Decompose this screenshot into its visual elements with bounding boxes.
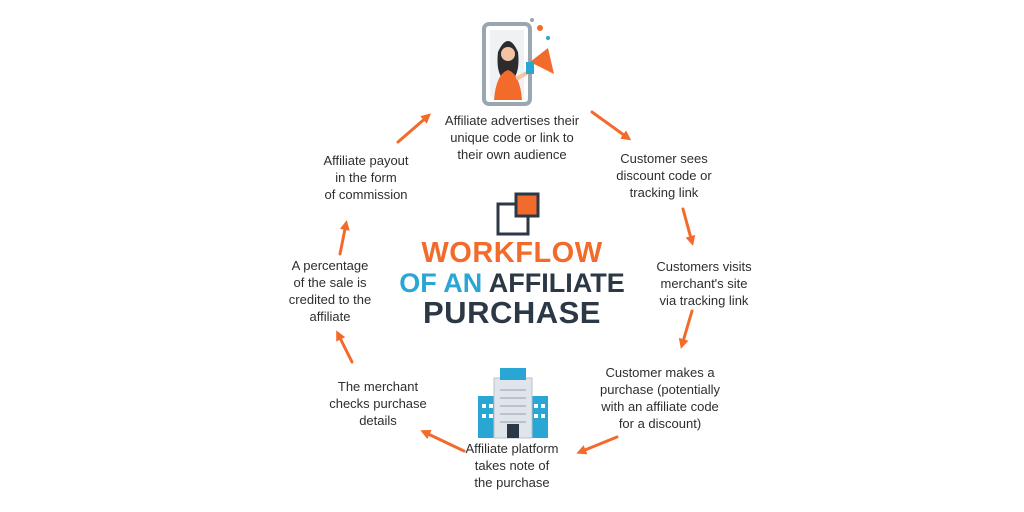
- influencer-phone-icon: [482, 18, 554, 106]
- title-line-1: WORKFLOW: [421, 237, 603, 269]
- step-merchant-checks: The merchant checks purchase details: [329, 379, 427, 428]
- arrow-step3-to-step4: [678, 309, 694, 349]
- arrow-step8-to-step1: [396, 113, 432, 144]
- step-customer-visits: Customers visits merchant's site via tra…: [656, 259, 752, 308]
- arrow-step6-to-step7: [336, 330, 354, 364]
- title-line-2: OF AN AFFILIATE: [399, 268, 624, 298]
- office-building-icon: [478, 368, 548, 439]
- arrow-step7-to-step8: [338, 220, 350, 256]
- title-line-2a: OF AN: [399, 268, 483, 298]
- step-customer-purchase: Customer makes a purchase (potentially w…: [600, 365, 720, 431]
- arrow-step2-to-step3: [681, 207, 696, 246]
- arrow-step4-to-step5: [576, 435, 619, 455]
- title-line-2b: AFFILIATE: [488, 268, 625, 298]
- window-squares-icon: [496, 192, 540, 236]
- step-affiliate-advertises: Affiliate advertises their unique code o…: [444, 113, 580, 162]
- step-customer-sees: Customer sees discount code or tracking …: [616, 151, 712, 200]
- arrow-step1-to-step2: [590, 110, 632, 141]
- arrow-step5-to-step6: [420, 430, 466, 453]
- step-platform-notes: Affiliate platform takes note of the pur…: [465, 441, 559, 490]
- title-line-3: PURCHASE: [423, 295, 601, 330]
- step-percentage-credited: A percentage of the sale is credited to …: [288, 258, 372, 324]
- step-affiliate-payout: Affiliate payout in the form of commissi…: [323, 153, 409, 202]
- diagram-title: WORKFLOW OF AN AFFILIATE PURCHASE: [399, 238, 624, 328]
